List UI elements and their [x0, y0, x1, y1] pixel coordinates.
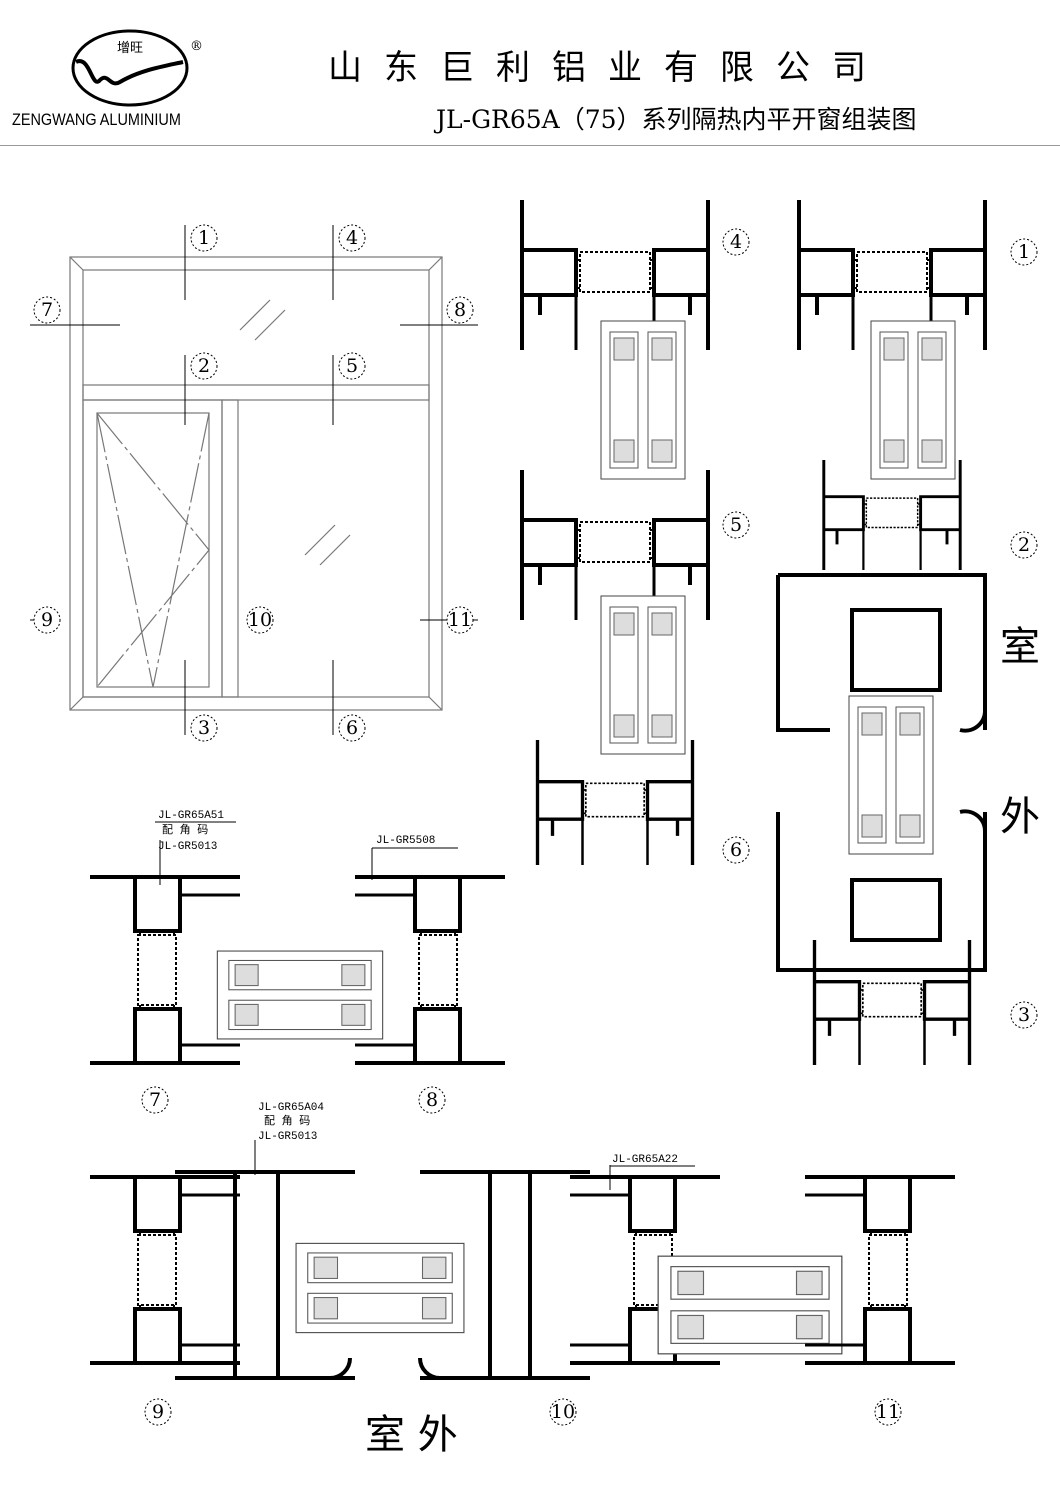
section-row-7-8	[90, 840, 505, 1065]
annotation-a22: JL-GR65A22	[612, 1154, 678, 1166]
svg-text:8: 8	[454, 299, 466, 321]
annotation-a51: JL-GR65A51	[158, 810, 224, 822]
company-logo: 增旺 ®	[71, 29, 203, 107]
svg-text:10: 10	[248, 609, 272, 631]
svg-text:2: 2	[198, 355, 210, 377]
svg-text:9: 9	[152, 1401, 164, 1423]
section-marker-3: 3	[1010, 1001, 1038, 1029]
label-outside: 外	[1000, 794, 1040, 840]
logo-text: 增旺	[117, 41, 143, 56]
section-marker-6: 6	[722, 836, 750, 864]
window-elevation	[69, 256, 443, 711]
marker-1: 1	[190, 224, 218, 252]
annotation-gr5508: JL-GR5508	[376, 835, 435, 847]
section-marker-7: 7	[141, 1086, 169, 1114]
section-stack-4-5-6	[520, 200, 710, 865]
marker-9: 9	[33, 606, 61, 634]
marker-11: 11	[446, 606, 474, 634]
section-marker-9: 9	[144, 1398, 172, 1426]
section-marker-1: 1	[1010, 238, 1038, 266]
annotation-gr5013-1: JL-GR5013	[158, 841, 217, 853]
marker-5: 5	[338, 352, 366, 380]
marker-6: 6	[338, 714, 366, 742]
marker-7: 7	[33, 296, 61, 324]
svg-text:10: 10	[551, 1401, 575, 1423]
svg-text:4: 4	[730, 231, 742, 253]
annotation-corner-key-2: 配 角 码	[264, 1114, 310, 1128]
svg-text:6: 6	[346, 717, 358, 739]
company-name: 山东巨利铝业有限公司	[328, 48, 888, 88]
registered-mark: ®	[190, 39, 203, 54]
svg-text:6: 6	[730, 839, 742, 861]
svg-text:3: 3	[198, 717, 210, 739]
annotation-gr5013-2: JL-GR5013	[258, 1131, 317, 1143]
label-room: 室	[1000, 624, 1040, 670]
svg-text:3: 3	[1018, 1004, 1030, 1026]
profile-annotations: JL-GR65A51 配 角 码 JL-GR5013 JL-GR5508 JL-…	[155, 810, 695, 1167]
section-marker-10: 10	[549, 1398, 577, 1426]
section-marker-11: 11	[874, 1398, 902, 1426]
svg-text:1: 1	[1018, 241, 1030, 263]
section-row-9-10-11	[90, 1140, 955, 1380]
marker-8: 8	[446, 296, 474, 324]
svg-text:8: 8	[426, 1089, 438, 1111]
svg-text:4: 4	[346, 227, 358, 249]
label-outdoor: 室 外	[365, 1412, 458, 1458]
section-marker-4: 4	[722, 228, 750, 256]
svg-text:2: 2	[1018, 534, 1030, 556]
svg-text:1: 1	[198, 227, 210, 249]
svg-text:5: 5	[730, 514, 742, 536]
svg-text:11: 11	[448, 609, 472, 631]
marker-10: 10	[246, 606, 274, 634]
section-markers: 1 4 7 8 2 5 9 10 11 3 6 4 5 6 1 2 3 7 8 …	[33, 224, 1038, 1426]
svg-text:7: 7	[149, 1089, 161, 1111]
section-marker-5: 5	[722, 511, 750, 539]
marker-2: 2	[190, 352, 218, 380]
side-labels: 室 外 室 外	[365, 624, 1040, 1458]
marker-4: 4	[338, 224, 366, 252]
drawing-title: JL-GR65A（75）系列隔热内平开窗组装图	[436, 105, 917, 134]
annotation-corner-key-1: 配 角 码	[162, 823, 208, 837]
header-divider	[0, 145, 1060, 146]
svg-text:5: 5	[346, 355, 358, 377]
svg-text:11: 11	[876, 1401, 900, 1423]
marker-3: 3	[190, 714, 218, 742]
section-marker-8: 8	[418, 1086, 446, 1114]
section-marker-2: 2	[1010, 531, 1038, 559]
annotation-a04: JL-GR65A04	[258, 1102, 324, 1114]
svg-text:7: 7	[41, 299, 53, 321]
brand-name: ZENGWANG ALUMINIUM	[12, 110, 181, 129]
svg-text:9: 9	[41, 609, 53, 631]
section-stack-1-2-3	[776, 200, 988, 1065]
